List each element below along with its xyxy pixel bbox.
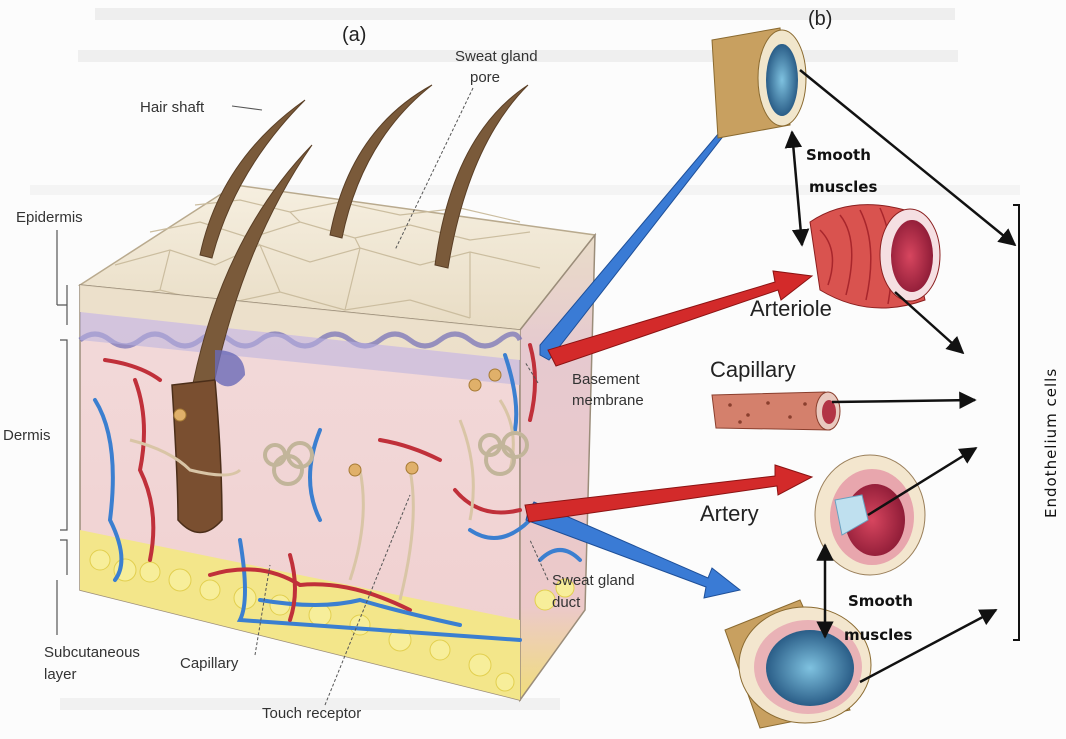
label-arteriole: Arteriole [750,296,832,321]
label-smooth-muscles-bottom-1: Smooth [848,592,913,610]
vessel-arteriole [810,205,940,308]
label-smooth-muscles-top-1: Smooth [806,146,871,164]
dermis-bracket [60,340,67,530]
hair-follicle [172,380,222,533]
label-endothelium-cells: Endothelium cells [1042,368,1060,518]
label-artery: Artery [700,501,759,526]
epidermis-bracket [57,230,67,325]
label-sweat-gland-duct-2: duct [552,594,581,611]
label-dermis: Dermis [3,427,51,444]
subcutaneous-bracket [57,540,67,635]
label-epidermis: Epidermis [16,209,83,226]
label-subcutaneous-1: Subcutaneous [44,644,140,661]
vessel-vein-bottom [725,600,871,728]
label-capillary-vessel: Capillary [710,357,796,382]
label-basement-membrane-1: Basement [572,371,640,388]
label-hair-shaft: Hair shaft [140,99,205,116]
label-sweat-gland-pore-1: Sweat gland [455,48,538,65]
vessel-vein-top [712,28,806,138]
vessel-capillary [712,392,840,430]
label-capillary-skin: Capillary [180,655,239,672]
label-sweat-gland-duct-1: Sweat gland [552,572,635,589]
label-subcutaneous-2: layer [44,666,77,683]
label-sweat-gland-pore-2: pore [470,69,500,86]
endothelium-bracket [1013,205,1019,640]
panel-label-a: (a) [342,24,366,46]
label-basement-membrane-2: membrane [572,392,644,409]
arrow-arteriole-endothelium [895,292,963,353]
arrow-vein-bottom-endothelium [860,610,996,682]
skin-cross-section [80,85,595,700]
label-touch-receptor: Touch receptor [262,705,361,722]
label-smooth-muscles-bottom-2: muscles [844,626,912,644]
panel-label-b: (b) [808,8,832,30]
layer-brackets [57,230,67,635]
label-smooth-muscles-top-2: muscles [809,178,877,196]
arrow-capillary-endothelium [832,400,975,402]
